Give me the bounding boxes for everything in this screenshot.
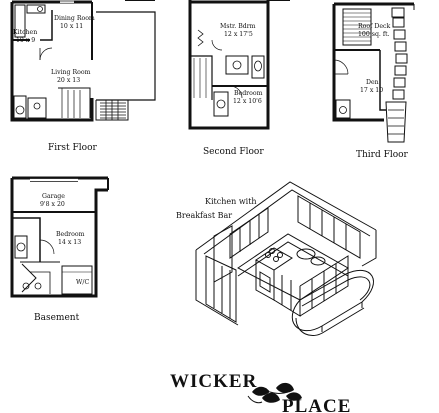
first-floor-plan <box>10 0 156 122</box>
basement-plan <box>10 176 109 298</box>
second-floor-label: Second Floor <box>203 147 264 157</box>
roof-deck-size: 100 sq. ft. <box>358 31 390 38</box>
brand-word-place: PLACE <box>282 396 351 413</box>
second-bedroom-name: Bedroom <box>234 90 263 97</box>
kitchen-size: 10 x 9 <box>16 37 35 44</box>
garage-name: Garage <box>42 193 65 200</box>
third-floor-plan <box>332 2 415 143</box>
living-room-size: 20 x 13 <box>57 77 80 84</box>
master-bedroom-name: Mstr. Bdrm <box>220 23 256 30</box>
kitchen-caption-line1: Kitchen with <box>205 197 257 206</box>
dining-room-size: 10 x 11 <box>60 23 83 30</box>
garage-size: 9'8 x 20 <box>40 201 65 208</box>
second-bedroom-size: 12 x 10'6 <box>233 98 262 105</box>
kitchen-caption-line2: Breakfast Bar <box>176 211 232 220</box>
basement-label: Basement <box>34 313 80 323</box>
ivy-leaf-ornament <box>247 382 302 404</box>
brand-word-wicker: WICKER <box>170 371 257 392</box>
living-room-name: Living Room <box>51 69 91 76</box>
den-name: Den <box>366 79 379 86</box>
roof-deck-name: Roof Deck <box>358 23 390 30</box>
dining-room-name: Dining Room <box>54 15 95 22</box>
walk-in-closet-label: W/C <box>76 279 89 286</box>
kitchen-name: Kitchen <box>13 29 37 36</box>
den-size: 17 x 10 <box>360 87 383 94</box>
third-floor-label: Third Floor <box>356 150 409 160</box>
first-floor-label: First Floor <box>48 143 97 153</box>
wicker-place-logo: WICKER PLACE <box>170 371 351 413</box>
master-bedroom-size: 12 x 17'5 <box>224 31 253 38</box>
second-floor-plan <box>188 0 290 130</box>
basement-bedroom-size: 14 x 13 <box>58 239 81 246</box>
basement-bedroom-name: Bedroom <box>56 231 85 238</box>
kitchen-isometric-drawing <box>195 181 377 336</box>
